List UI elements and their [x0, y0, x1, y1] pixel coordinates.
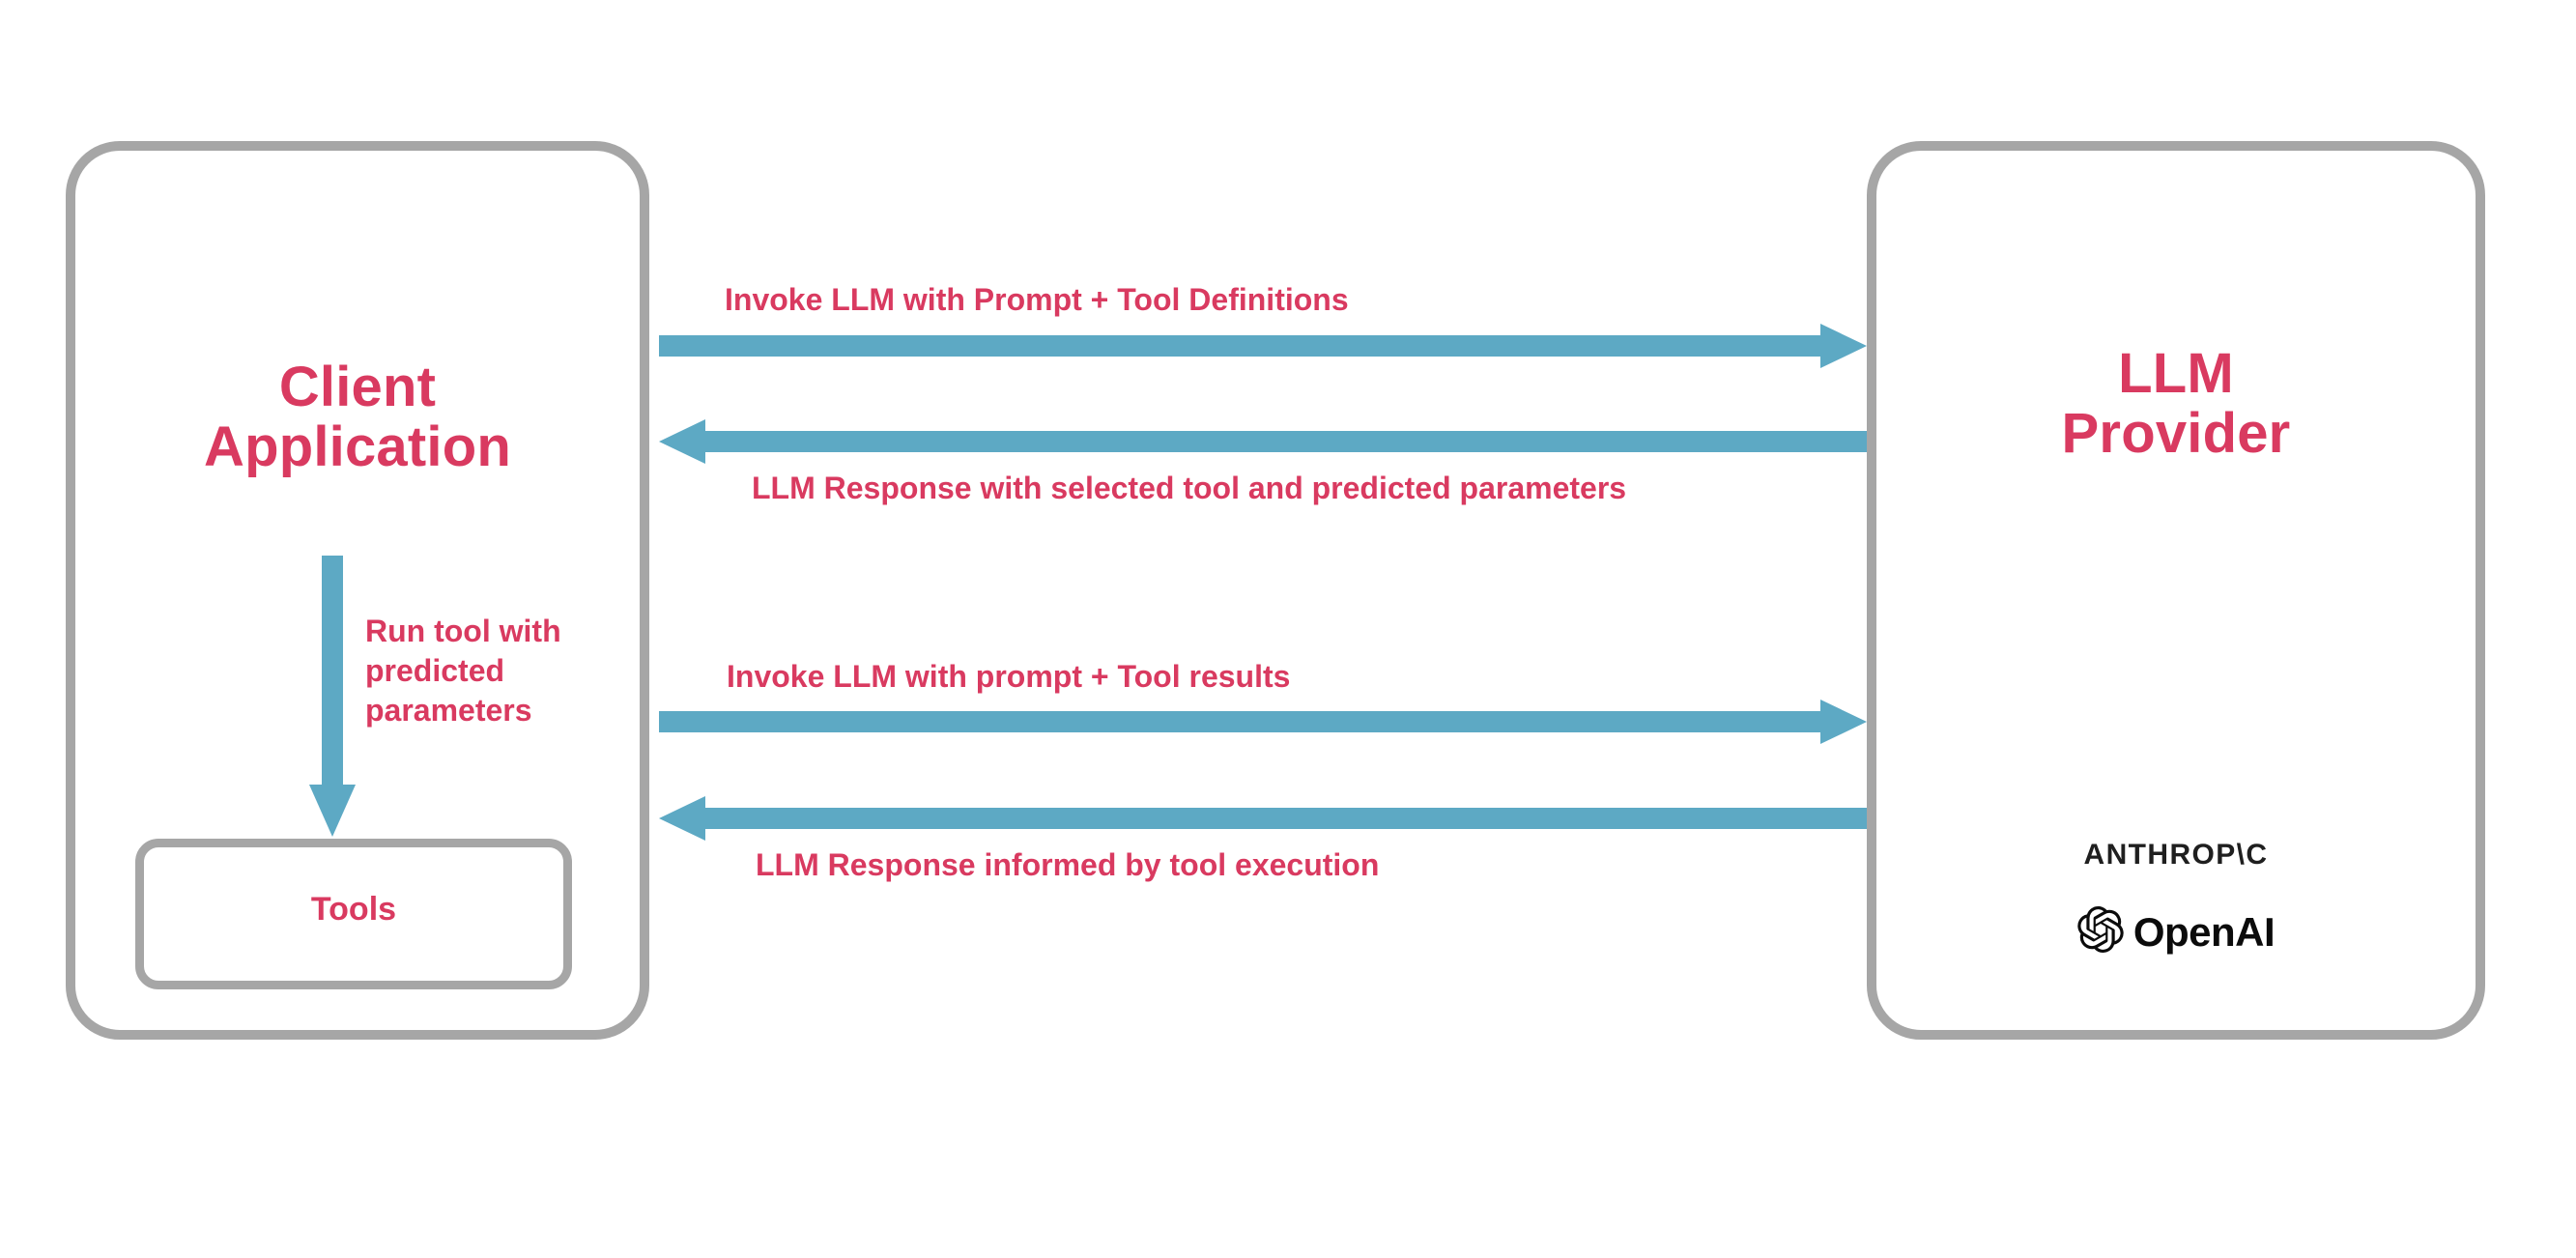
- openai-logo: OpenAI: [1876, 906, 2476, 958]
- arrow-invoke-llm-with-prompt-and-tool-definitions: [659, 324, 1867, 368]
- llm-provider-box: [1867, 141, 2485, 1040]
- edge-label-run-tool-with-predicted-parameters: Run tool with predicted parameters: [365, 614, 561, 728]
- llm-provider-title: LLM Provider: [2061, 342, 2291, 466]
- arrow-llm-response-with-selected-tool: [659, 419, 1867, 464]
- edge-label-llm-response-with-selected-tool: LLM Response with selected tool and pred…: [752, 471, 1627, 505]
- openai-knot-icon: [2077, 906, 2124, 958]
- openai-wordmark-text: OpenAI: [2132, 908, 2275, 955]
- tools-box: [135, 839, 572, 989]
- client-application-title: Client Application: [204, 356, 511, 479]
- tools-label: Tools: [310, 891, 397, 928]
- arrow-llm-response-informed-by-tool-execution: [659, 796, 1867, 841]
- arrow-invoke-llm-with-prompt-and-tool-results: [659, 700, 1867, 744]
- edge-label-invoke-llm-with-prompt-and-tool-results: Invoke LLM with prompt + Tool results: [727, 659, 1291, 694]
- edge-label-invoke-llm-with-prompt-and-tool-definitions: Invoke LLM with Prompt + Tool Definition…: [725, 282, 1349, 317]
- anthropic-wordmark: ANTHROP\C: [2083, 839, 2269, 871]
- edge-label-llm-response-informed-by-tool-execution: LLM Response informed by tool execution: [756, 847, 1380, 882]
- arrow-run-tool-with-predicted-parameters: [309, 556, 356, 837]
